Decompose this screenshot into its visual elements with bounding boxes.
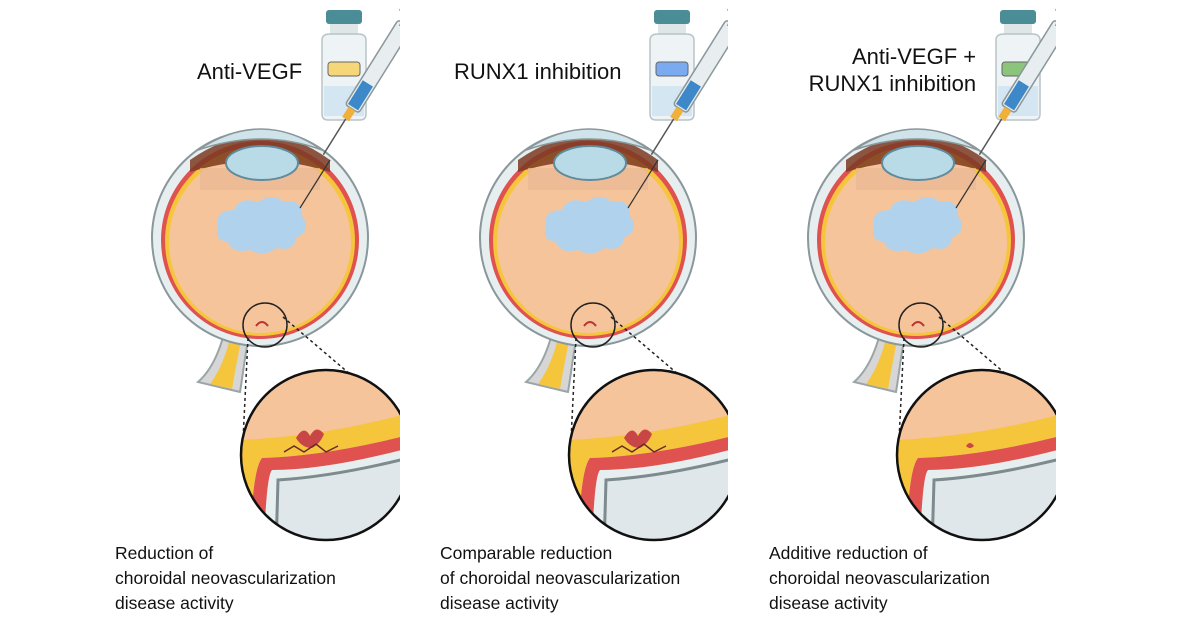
syringe-fluid <box>347 80 373 111</box>
zoom-line-left <box>570 337 577 441</box>
vial-cap <box>1000 10 1036 24</box>
needle-track <box>627 159 659 209</box>
zoom-line-left <box>242 337 249 441</box>
lesion-vessels <box>611 443 667 453</box>
outcome-caption: Reduction of choroidal neovascularizatio… <box>115 543 336 613</box>
injected-drug-cloud <box>545 197 634 254</box>
treatment-label: Anti-VEGF <box>197 59 303 84</box>
zoom-line-left <box>898 337 905 441</box>
vial-neck <box>1004 24 1032 34</box>
panel-combined: Anti-VEGF + RUNX1 inhibition Additive re… <box>656 0 1056 628</box>
needle-track <box>955 159 987 209</box>
lesion-spot <box>255 321 269 327</box>
injected-drug-cloud <box>873 197 962 254</box>
lens <box>553 145 627 181</box>
eye-illustration <box>151 5 400 542</box>
syringe <box>978 5 1056 156</box>
inset-pigment-layer <box>241 410 400 540</box>
syringe-hub <box>670 106 684 122</box>
neovascular-lesion <box>966 443 974 448</box>
vial-label <box>327 61 361 77</box>
magnifier-ring <box>898 302 944 348</box>
panel-anti-vegf: Anti-VEGF Reduction of choroidal neovasc… <box>0 0 400 628</box>
vial-cap <box>326 10 362 24</box>
eye-illustration <box>807 5 1056 542</box>
syringe-hub <box>342 106 356 122</box>
syringe <box>322 5 400 156</box>
inset-pigment-layer <box>569 410 728 540</box>
syringe-needle <box>650 118 675 156</box>
magnifier-ring <box>570 302 616 348</box>
cornea <box>197 128 323 151</box>
lens <box>225 145 299 181</box>
syringe-needle <box>322 118 347 156</box>
outcome-caption: Comparable reduction of choroidal neovas… <box>440 543 681 613</box>
syringe-fluid <box>675 80 701 111</box>
magnified-inset <box>567 368 728 542</box>
cornea <box>525 128 651 151</box>
neovascular-lesion <box>296 429 324 448</box>
inset-retina <box>578 432 728 540</box>
syringe-fluid <box>1003 80 1029 111</box>
lesion-vessels <box>283 443 339 453</box>
vial-neck <box>658 24 686 34</box>
drug-vial <box>321 10 367 121</box>
inset-retina <box>250 432 400 540</box>
cornea <box>853 128 979 151</box>
inset-retina <box>906 432 1056 540</box>
magnified-inset <box>895 368 1056 542</box>
eye-illustration <box>479 5 728 542</box>
panel-runx1: RUNX1 inhibition Comparable reduction of… <box>328 0 728 628</box>
inset-ring <box>895 368 1056 542</box>
magnifier-ring <box>242 302 288 348</box>
vial-cap <box>654 10 690 24</box>
injected-drug-cloud <box>217 197 306 254</box>
outcome-caption: Additive reduction of choroidal neovascu… <box>769 543 990 613</box>
lens <box>881 145 955 181</box>
needle-track <box>299 159 331 209</box>
syringe-needle <box>978 118 1003 156</box>
syringe-hub <box>998 106 1012 122</box>
treatment-label: Anti-VEGF + RUNX1 inhibition <box>808 44 977 96</box>
inset-pigment-layer <box>897 410 1056 540</box>
neovascular-lesion <box>624 429 652 448</box>
lesion-spot <box>911 321 925 327</box>
inset-ring <box>567 368 728 542</box>
treatment-label: RUNX1 inhibition <box>454 59 622 84</box>
syringe <box>650 5 728 156</box>
vial-label <box>655 61 689 77</box>
inset-ring <box>239 368 400 542</box>
vial-neck <box>330 24 358 34</box>
lesion-spot <box>583 321 597 327</box>
